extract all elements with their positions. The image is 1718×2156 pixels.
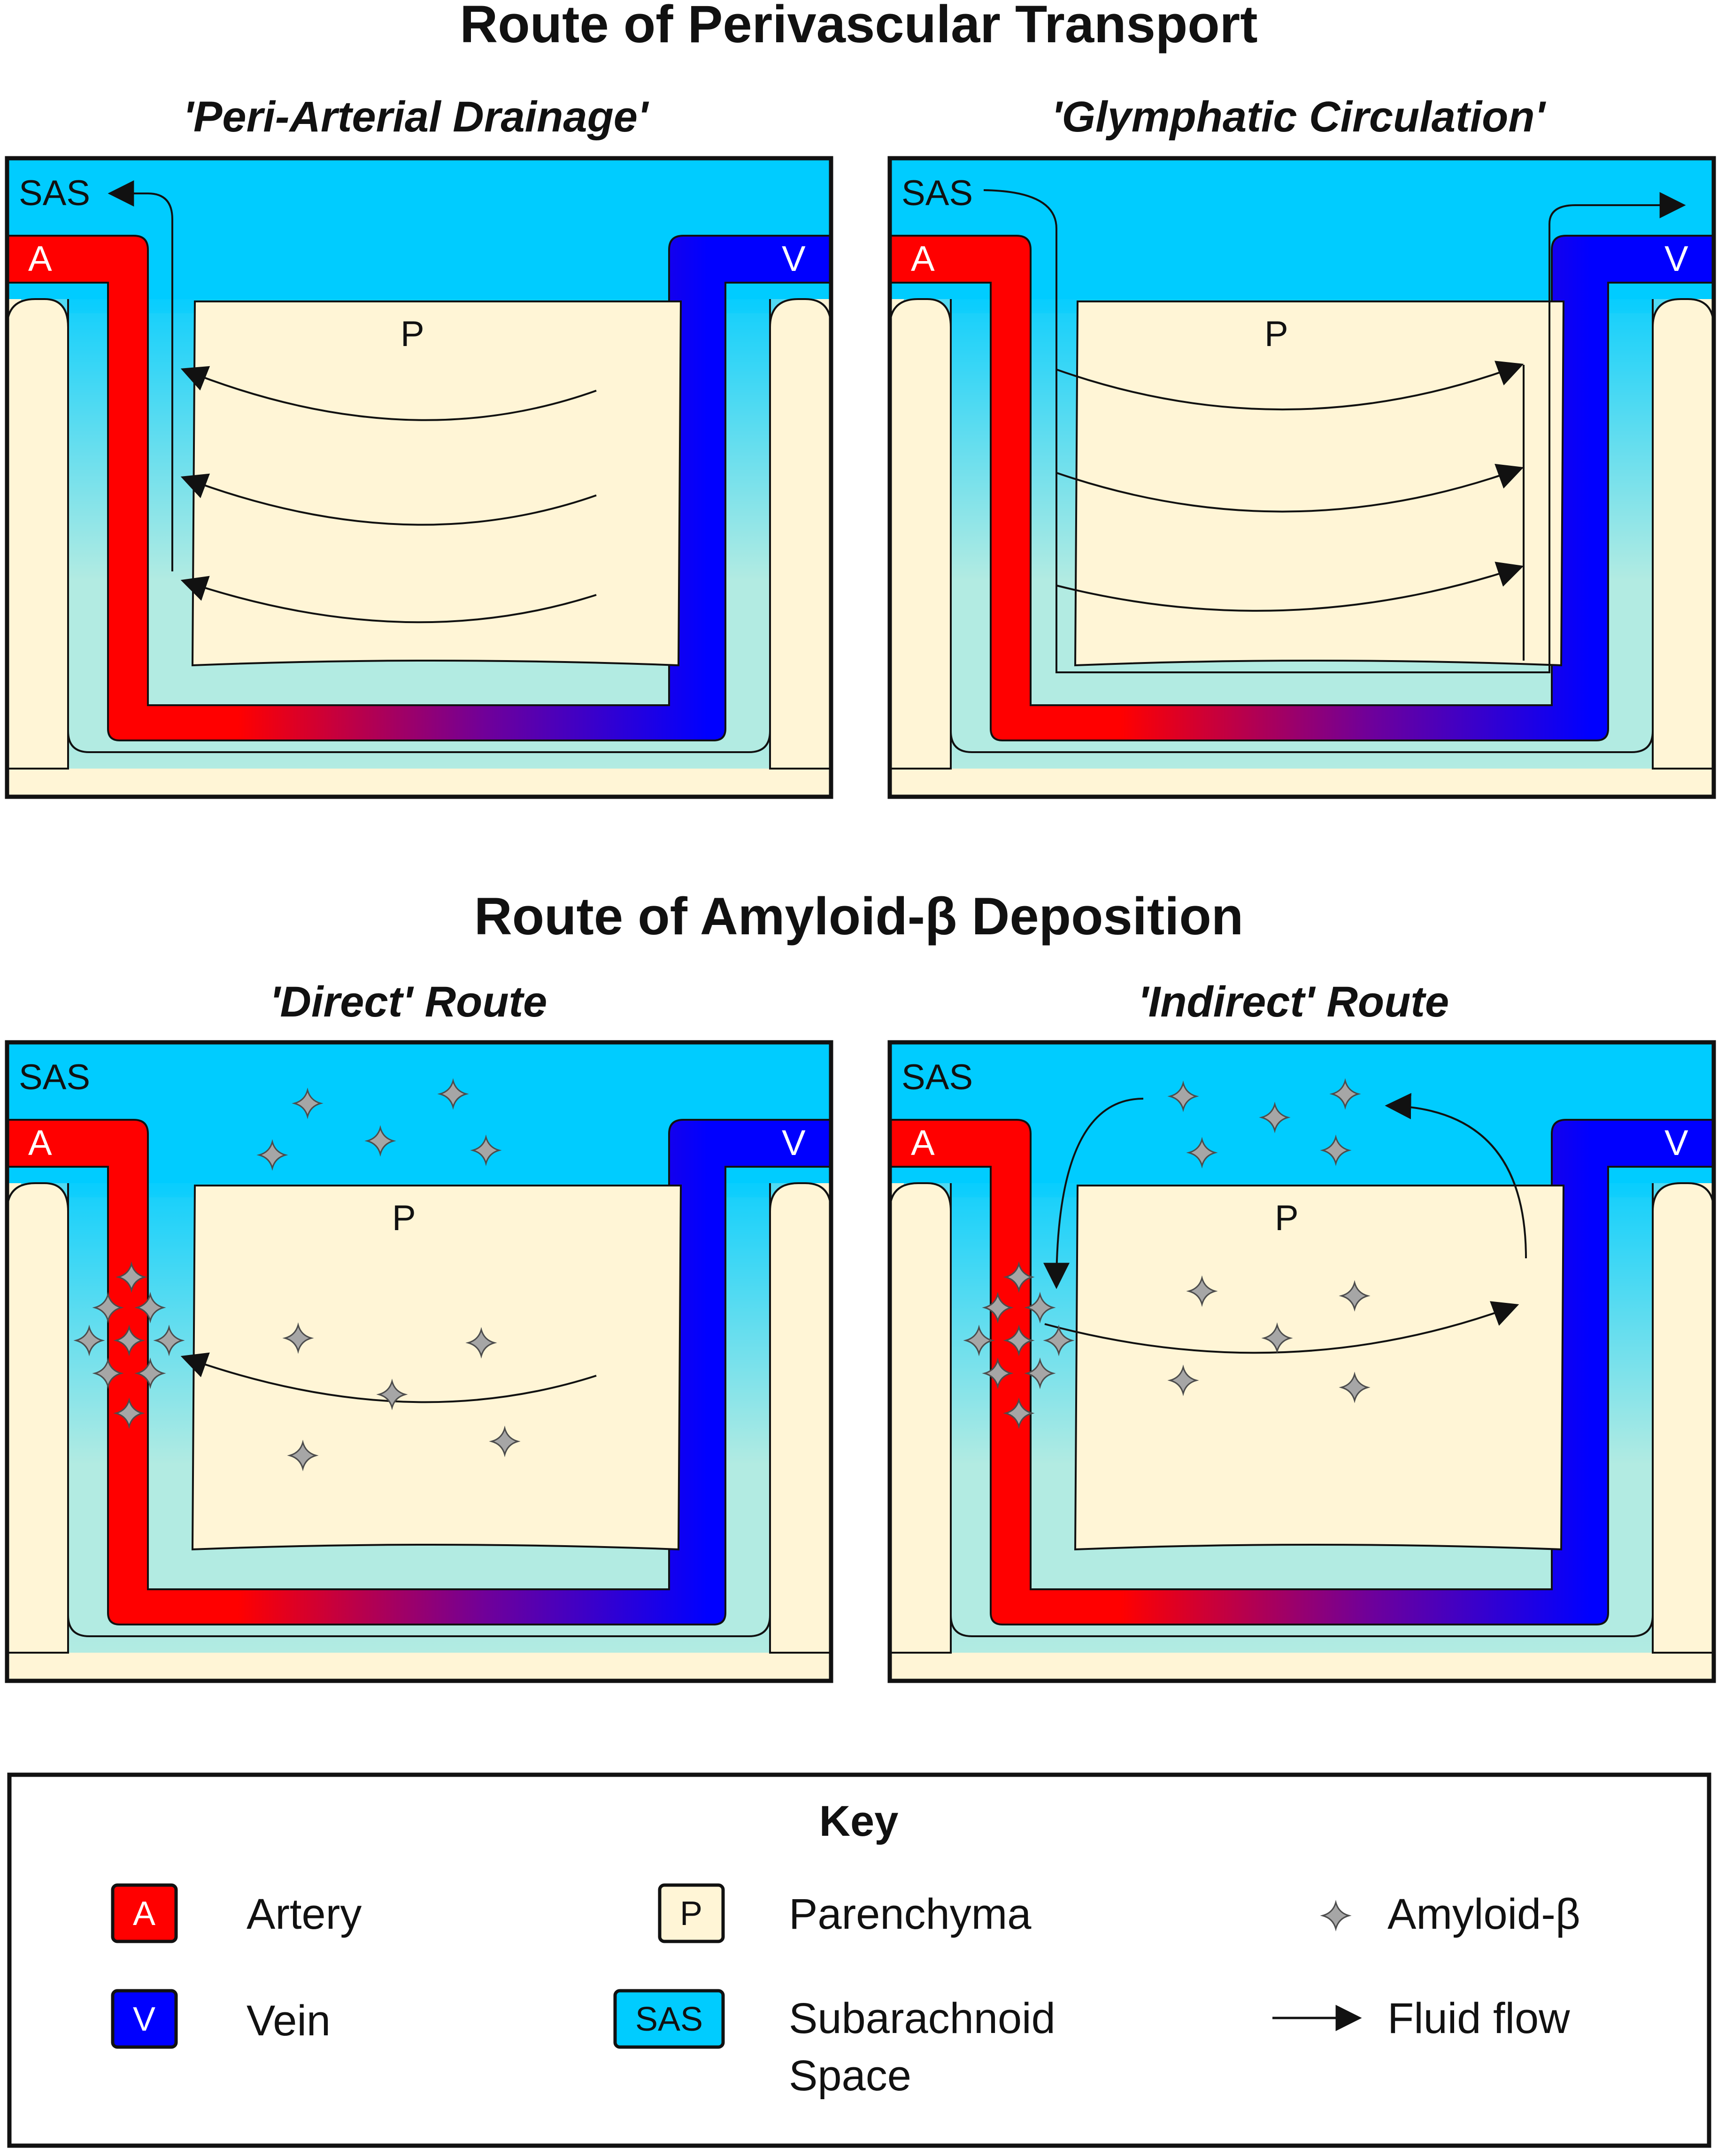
amyloid-key-label: Amyloid-β	[1387, 1890, 1580, 1938]
parenchyma-swatch	[658, 1883, 725, 1943]
panel-2-parenchyma-label: P	[1264, 314, 1288, 354]
panel-4-parenchyma-label: P	[1275, 1198, 1299, 1238]
panel-2-vein-label: V	[1664, 239, 1688, 279]
fluid-flow-arrow	[1056, 463, 1524, 513]
panel-1-subtitle: 'Peri-Arterial Drainage'	[183, 93, 649, 141]
panel-3-vein-label: V	[782, 1123, 806, 1163]
fluid-flow-arrow	[180, 576, 597, 624]
key-title: Key	[819, 1797, 899, 1845]
panel-peri-arterial-drainage: SAS A V P	[7, 158, 831, 811]
sas-key-label-line1: Subarachnoid	[789, 1994, 1055, 2042]
sas-swatch-label: SAS	[635, 2001, 703, 2038]
panel-direct-route: SAS A V P	[7, 1042, 831, 1695]
panel-3-subtitle: 'Direct' Route	[270, 978, 547, 1026]
fluid-flow-arrow	[1056, 361, 1524, 411]
sas-swatch	[613, 1989, 725, 2049]
panel-3-artery-label: A	[28, 1123, 52, 1163]
fluid-flow-key-label: Fluid flow	[1387, 1994, 1570, 2042]
fluid-flow-arrow	[1043, 1098, 1144, 1289]
artery-swatch-label: A	[133, 1895, 155, 1933]
key-legend: Key A Artery V Vein P Parenchyma SAS Sub…	[7, 1772, 1711, 2148]
artery-swatch	[111, 1883, 178, 1943]
panel-1-sas-label: SAS	[19, 173, 90, 213]
vein-key-label: Vein	[247, 1997, 331, 2045]
panel-2-subtitle: 'Glymphatic Circulation'	[1052, 93, 1547, 141]
deposition-title: Route of Amyloid-β Deposition	[474, 887, 1243, 946]
panel-4-subtitle: 'Indirect' Route	[1138, 978, 1449, 1026]
fluid-flow-arrow	[180, 1352, 597, 1403]
vein-swatch-label: V	[133, 2001, 155, 2038]
parenchyma-key-label: Parenchyma	[789, 1890, 1032, 1938]
fluid-flow-arrow	[108, 180, 173, 571]
panel-2-artery-label: A	[911, 239, 935, 279]
artery-key-label: Artery	[247, 1890, 362, 1938]
panel-1-artery-label: A	[28, 239, 52, 279]
panel-1-vein-label: V	[782, 239, 806, 279]
transport-title: Route of Perivascular Transport	[460, 0, 1257, 54]
sas-key-label-line2: Space	[789, 2052, 911, 2100]
panel-2-sas-label: SAS	[901, 173, 973, 213]
panel-4-vein-label: V	[1664, 1123, 1688, 1163]
panel-4-artery-label: A	[911, 1123, 935, 1163]
fluid-flow-arrow	[180, 473, 597, 526]
fluid-flow-arrow	[1385, 1093, 1527, 1259]
panel-3-sas-label: SAS	[19, 1057, 90, 1097]
panel-3-parenchyma-label: P	[392, 1198, 416, 1238]
fluid-flow-arrow	[1044, 1301, 1519, 1354]
vein-swatch	[111, 1989, 178, 2049]
panel-glymphatic-circulation: SAS A V P	[890, 158, 1714, 811]
panel-4-sas-label: SAS	[901, 1057, 973, 1097]
fluid-flow-arrow	[1056, 562, 1524, 612]
fluid-flow-arrow	[983, 189, 1686, 673]
panel-1-parenchyma-label: P	[401, 314, 424, 354]
panel-indirect-route: SAS A V P	[890, 1042, 1714, 1695]
parenchyma-swatch-label: P	[680, 1895, 702, 1933]
fluid-flow-arrow	[180, 366, 597, 421]
